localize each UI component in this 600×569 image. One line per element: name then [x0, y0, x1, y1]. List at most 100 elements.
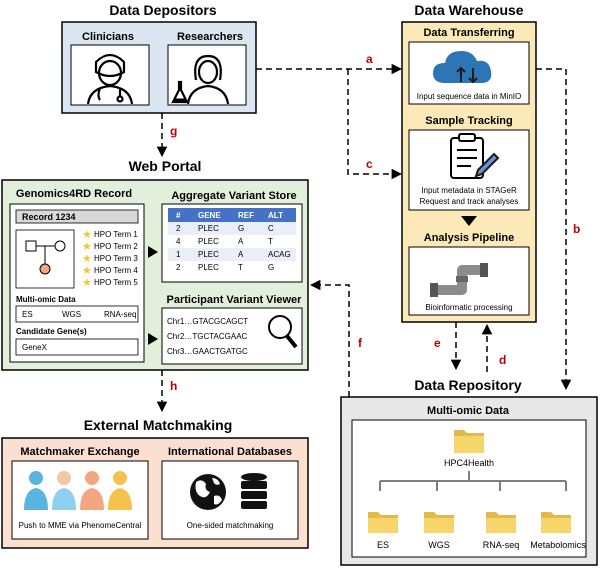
star-icon: ★ — [82, 229, 92, 241]
star-icon: ★ — [82, 241, 92, 253]
hpo-term: HPO Term 5 — [94, 278, 138, 287]
table-cell: 2 — [176, 263, 181, 272]
researchers-label: Researchers — [177, 31, 243, 43]
sequence-line: Chr1…GTACGCAGCT — [167, 317, 248, 326]
cloud-upload-icon — [433, 51, 492, 84]
right-triangle-icon — [148, 246, 158, 258]
data-depositors-panel: Data Depositors Clinicians Researchers — [61, 2, 257, 114]
transferring-caption: Input sequence data in MinIO — [417, 92, 522, 101]
arrow-label-c: c — [366, 157, 373, 171]
table-cell: 2 — [176, 224, 181, 233]
connector-arrows — [156, 63, 572, 413]
multiomic-item: ES — [22, 310, 33, 319]
arrow-label-b: b — [573, 222, 580, 236]
pipeline-card — [408, 246, 530, 316]
pipeline-caption: Bioinformatic processing — [425, 303, 512, 312]
transferring-title: Data Transferring — [423, 27, 514, 39]
transferring-card — [408, 41, 530, 105]
tracking-caption-1: Input metadata in STAGeR — [421, 186, 517, 195]
folder-icon — [486, 512, 516, 533]
hpo-term: HPO Term 4 — [94, 266, 138, 275]
web-portal-panel: Web Portal Genomics4RD Record Record 123… — [1, 158, 309, 371]
root-folder-label: HPC4Health — [444, 458, 494, 468]
data-repository-panel: Data Repository Multi-omic Data HPC4Heal… — [340, 377, 598, 566]
intl-caption: One-sided matchmaking — [187, 521, 274, 530]
candidate-box — [15, 338, 139, 356]
folder-icon — [368, 512, 398, 533]
arrow-label-e: e — [434, 336, 441, 350]
folder-label: Metabolomics — [530, 540, 586, 550]
pipeline-title: Analysis Pipeline — [424, 232, 514, 244]
intl-card — [161, 460, 299, 540]
sequence-line: Chr2…TGCTACGAAC — [167, 332, 248, 341]
repository-subtitle: Multi-omic Data — [427, 405, 510, 417]
sequence-line: Chr3…GAACTGATGC — [167, 347, 248, 356]
mme-title: Matchmaker Exchange — [20, 446, 139, 458]
table-cell: 1 — [176, 250, 181, 259]
table-header-cell: REF — [238, 211, 254, 220]
multiomic-item: WGS — [62, 310, 81, 319]
folder-tree-lines — [379, 471, 567, 491]
warehouse-title: Data Warehouse — [414, 2, 523, 18]
hpo-term: HPO Term 1 — [94, 230, 138, 239]
arrow-c — [347, 69, 403, 180]
table-header-cell: # — [176, 211, 181, 220]
table-cell: PLEC — [198, 224, 219, 233]
table-cell: A — [238, 237, 244, 246]
viewer-title: Participant Variant Viewer — [167, 294, 303, 306]
arrow-label-g: g — [170, 124, 177, 138]
arrow-label-f: f — [358, 336, 363, 350]
down-triangle-icon — [461, 216, 477, 226]
clipboard-icon — [450, 133, 500, 179]
table-header-cell: ALT — [268, 211, 283, 220]
candidate-value: GeneX — [22, 343, 48, 352]
data-warehouse-panel: Data Warehouse Data Transferring Input s… — [401, 2, 537, 323]
matchmaking-title: External Matchmaking — [84, 417, 233, 433]
arrow-label-d: d — [499, 353, 506, 367]
hpo-term: HPO Term 2 — [94, 242, 138, 251]
candidate-label: Candidate Gene(s) — [16, 327, 87, 336]
table-header — [168, 208, 296, 222]
table-cell: PLEC — [198, 250, 219, 259]
table-cell: PLEC — [198, 237, 219, 246]
star-icon: ★ — [82, 277, 92, 289]
multiomic-label: Multi-omic Data — [16, 295, 76, 304]
database-icon — [241, 473, 267, 509]
table-row — [168, 261, 296, 274]
table-cell: 4 — [176, 237, 181, 246]
table-cell: C — [268, 224, 274, 233]
hpo-term: HPO Term 3 — [94, 254, 138, 263]
portal-title: Web Portal — [129, 158, 202, 174]
arrow-label-h: h — [170, 379, 177, 393]
folder-icon — [541, 512, 571, 533]
tracking-caption-2: Request and track analyses — [420, 197, 519, 206]
table-cell: A — [238, 250, 244, 259]
hpo-terms: ★ HPO Term 1 ★ HPO Term 2 ★ HPO Term 3 ★… — [82, 229, 138, 289]
mme-caption: Push to MME via PhenomeCentral — [19, 521, 142, 530]
depositors-title: Data Depositors — [109, 2, 217, 18]
pedigree-icon — [25, 240, 66, 275]
table-row — [168, 248, 296, 261]
doctor-icon — [86, 53, 134, 105]
folder-label: ES — [377, 540, 389, 550]
intl-title: International Databases — [168, 446, 292, 458]
folder-icon — [454, 430, 484, 453]
record-section-title: Genomics4RD Record — [16, 188, 132, 200]
table-row — [168, 222, 296, 235]
arrow-label-a: a — [366, 52, 373, 66]
arrow-f — [309, 279, 350, 397]
scientist-icon — [171, 54, 230, 105]
table-cell: G — [268, 263, 274, 272]
table-cell: PLEC — [198, 263, 219, 272]
star-icon: ★ — [82, 265, 92, 277]
table-cell: T — [268, 237, 273, 246]
folder-icon — [424, 512, 454, 533]
table-cell: G — [238, 224, 244, 233]
globe-icon — [190, 474, 226, 510]
people-network-icon — [24, 471, 132, 510]
arrow-b — [536, 68, 572, 391]
table-cell: T — [238, 263, 243, 272]
multiomic-item: RNA-seq — [104, 310, 136, 319]
multiomic-box — [15, 305, 139, 323]
